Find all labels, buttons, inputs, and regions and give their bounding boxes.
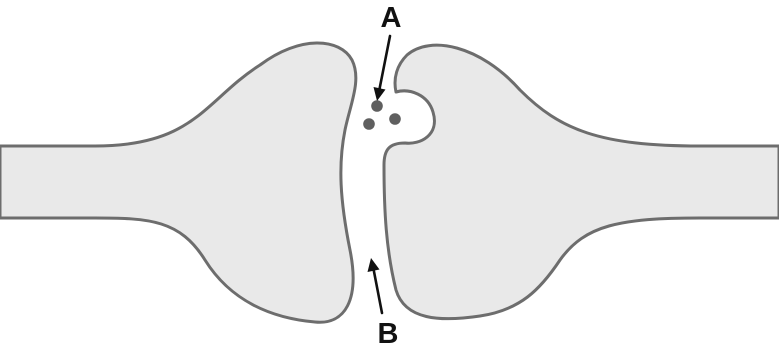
postsynaptic-neuron [384, 45, 779, 319]
arrow-a [374, 36, 391, 101]
arrow-b [368, 258, 383, 313]
vesicle-dot [363, 118, 375, 130]
vesicle-dot [371, 100, 383, 112]
presynaptic-neuron [0, 43, 356, 322]
label-b: B [378, 318, 399, 348]
label-a: A [381, 2, 402, 34]
vesicle-dot [389, 113, 401, 125]
